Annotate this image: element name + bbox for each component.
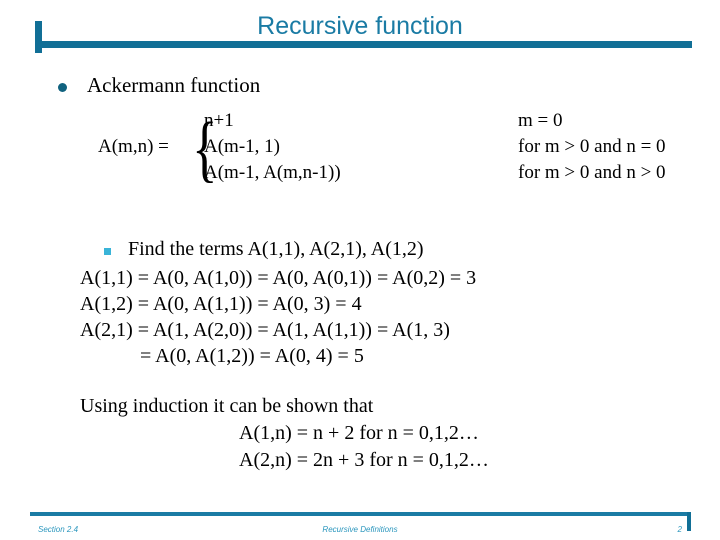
- definition-case-row: A(m-1, A(m,n-1)) for m > 0 and n > 0: [204, 160, 704, 186]
- title-divider-rule: [38, 41, 692, 48]
- page-title: Recursive function: [257, 12, 463, 40]
- definition-cases: n+1 m = 0 A(m-1, 1) for m > 0 and n = 0 …: [204, 108, 704, 186]
- sub-bullet-label: Find the terms A(1,1), A(2,1), A(1,2): [128, 238, 424, 260]
- induction-line: A(1,n) = n + 2 for n = 0,1,2…: [239, 422, 479, 444]
- derivation-block: A(1,1) = A(0, A(1,0)) = A(0, A(0,1)) = A…: [80, 265, 700, 369]
- induction-line: A(2,n) = 2n + 3 for n = 0,1,2…: [239, 449, 489, 471]
- case-condition: for m > 0 and n = 0: [518, 136, 666, 157]
- induction-block: Using induction it can be shown that A(1…: [80, 393, 700, 474]
- footer-page-number: 2: [677, 525, 682, 534]
- derivation-line: A(1,2) = A(0, A(1,1)) = A(0, 3) = 4: [80, 293, 362, 315]
- brace-icon: {: [192, 108, 218, 190]
- definition-lhs: A(m,n) =: [98, 136, 169, 157]
- main-bullet-label: Ackermann function: [87, 73, 261, 97]
- definition-case-row: A(m-1, 1) for m > 0 and n = 0: [204, 134, 704, 160]
- derivation-line: = A(0, A(1,2)) = A(0, 4) = 5: [140, 345, 364, 367]
- footer-accent-tick: [687, 512, 691, 531]
- footer-section-label: Section 2.4: [38, 525, 79, 534]
- induction-heading: Using induction it can be shown that: [80, 395, 374, 417]
- case-condition: m = 0: [518, 110, 563, 131]
- definition-case-row: n+1 m = 0: [204, 108, 704, 134]
- main-bullet-item: Ackermann function: [58, 72, 678, 100]
- case-expression: n+1: [204, 110, 234, 131]
- ackermann-definition: A(m,n) = { n+1 m = 0 A(m-1, 1) for m > 0…: [98, 108, 698, 190]
- footer-topic-label: Recursive Definitions: [322, 525, 398, 534]
- case-expression: A(m-1, 1): [204, 136, 280, 157]
- case-expression: A(m-1, A(m,n-1)): [204, 162, 341, 183]
- title-accent-tick: [35, 21, 42, 53]
- case-condition: for m > 0 and n > 0: [518, 162, 666, 183]
- bullet-square-icon: [104, 248, 111, 255]
- derivation-line: A(1,1) = A(0, A(1,0)) = A(0, A(0,1)) = A…: [80, 267, 477, 289]
- derivation-line: A(2,1) = A(1, A(2,0)) = A(1, A(1,1)) = A…: [80, 319, 450, 341]
- sub-bullet-item: Find the terms A(1,1), A(2,1), A(1,2): [104, 238, 684, 265]
- footer-divider-rule: [30, 512, 690, 516]
- bullet-dot-icon: [58, 83, 67, 92]
